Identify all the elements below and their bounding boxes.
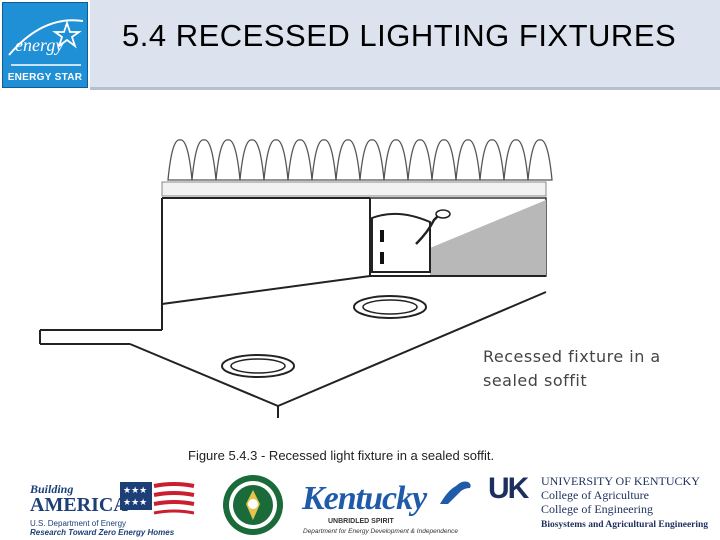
soffit-shading <box>430 200 546 276</box>
uk-university-line: UNIVERSITY OF KENTUCKY <box>541 474 700 488</box>
figure-label-line2: sealed soffit <box>483 371 588 390</box>
america-word: AMERICA <box>30 494 128 516</box>
svg-text:★★★: ★★★ <box>123 497 147 507</box>
figure-label: Recessed fixture in a sealed soffit <box>483 345 661 393</box>
soffit-box <box>39 197 547 418</box>
kentucky-dept-text: Department for Energy Development & Inde… <box>303 528 459 535</box>
energy-star-label: ENERGY STAR <box>7 72 83 83</box>
ceiling-drywall <box>161 181 547 197</box>
zero-energy-line: Research Toward Zero Energy Homes <box>30 528 175 537</box>
flag-icon: ★★★ ★★★ <box>120 482 195 515</box>
unbridled-spirit-text: UNBRIDLED SPIRIT <box>328 518 394 525</box>
doe-line: U.S. Department of Energy <box>30 519 127 528</box>
uk-biosystems-line: Biosystems and Agricultural Engineering <box>541 520 709 530</box>
uk-mark: UK <box>488 472 529 505</box>
figure-caption: Figure 5.4.3 - Recessed light fixture in… <box>188 448 495 463</box>
figure-label-line1: Recessed fixture in a <box>483 347 661 366</box>
energy-star-icon: energy <box>8 19 84 66</box>
building-word: Building <box>30 482 74 496</box>
svg-text:★★★: ★★★ <box>123 485 147 495</box>
uk-agriculture-line: College of Agriculture <box>541 488 649 502</box>
insulation-batts <box>167 139 553 181</box>
recessed-light-1 <box>353 295 427 319</box>
footer-logos: Building AMERICA ★★★ ★★★ U.S. Department… <box>0 470 720 540</box>
horse-icon <box>440 481 471 504</box>
junction-box <box>371 209 451 273</box>
recessed-light-2 <box>221 354 295 378</box>
doe-seal-icon <box>223 475 283 535</box>
energy-script-text: energy <box>15 35 63 55</box>
uk-engineering-line: College of Engineering <box>541 502 653 516</box>
page-title: 5.4 RECESSED LIGHTING FIXTURES <box>122 18 677 53</box>
soffit-diagram <box>39 139 553 418</box>
title-bar: 5.4 RECESSED LIGHTING FIXTURES <box>90 0 720 90</box>
recessed-fixture-illustration <box>20 118 710 428</box>
kentucky-word: Kentucky <box>302 480 427 517</box>
energy-star-logo: energy ENERGY STAR <box>2 2 88 88</box>
